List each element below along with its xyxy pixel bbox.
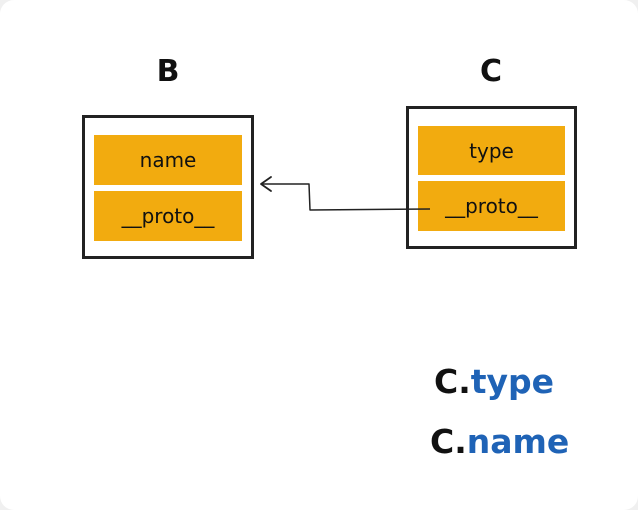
object-b-box: name __proto__ [82, 115, 254, 259]
expression-type-property: type [470, 362, 555, 401]
object-c-box: type __proto__ [406, 106, 577, 249]
expression-type-object: C. [434, 362, 471, 401]
object-b-field-proto: __proto__ [94, 191, 242, 241]
proto-link-line [262, 183, 431, 211]
object-c-title: C [479, 54, 503, 89]
expression-name-property: name [466, 422, 570, 461]
object-b-field-name: name [94, 135, 242, 185]
object-c-field-type: type [418, 126, 565, 175]
arrowhead-icon [260, 176, 272, 192]
expression-name-object: C. [430, 422, 467, 461]
expression-name: C.name [430, 422, 569, 461]
object-b-title: B [156, 54, 180, 89]
expression-type: C.type [434, 362, 554, 401]
object-c-field-proto: __proto__ [418, 181, 565, 231]
